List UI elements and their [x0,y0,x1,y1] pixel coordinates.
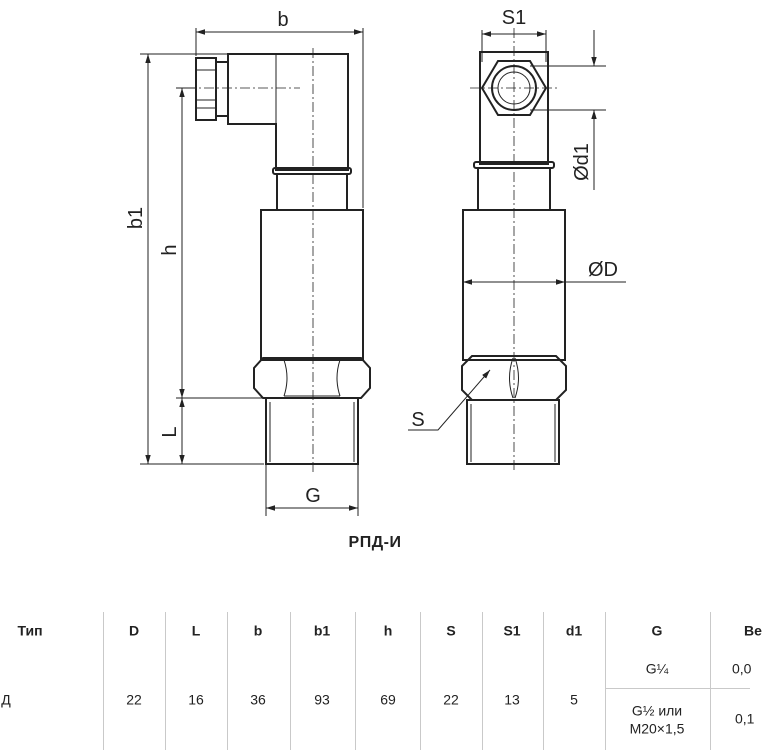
side-connector [479,51,549,165]
front-body [260,209,364,361]
front-oring [272,167,352,175]
dim-d1-label: Ød1 [571,143,593,181]
side-oring [473,161,555,169]
dim-L: L [159,398,185,464]
dim-h-label: h [159,244,181,255]
dim-b1-label: b1 [125,207,147,229]
front-view: b b1 h L G [125,9,371,516]
dim-d1: Ød1 [530,30,606,190]
side-thread [466,399,560,465]
connector-housing [227,53,349,171]
dim-b1: b1 [125,53,264,465]
front-hex-nut [253,357,371,399]
side-neck [477,168,551,210]
connector-nut [195,57,229,121]
dim-h: h [159,87,264,399]
dim-D-label: ØD [588,259,618,281]
dim-S-label: S [411,409,424,431]
side-body [462,209,566,361]
front-neck [276,174,348,210]
dim-G: G [265,464,359,516]
drawing-caption: РПД-И [348,534,402,551]
front-thread [265,397,359,465]
dim-S: S [408,369,491,431]
dim-b-label: b [277,9,288,31]
dim-S1: S1 [481,7,547,62]
dim-L-label: L [159,426,181,437]
dim-D: ØD [463,259,626,285]
dim-S1-label: S1 [502,7,526,29]
dim-G-label: G [305,485,321,507]
side-view: S1 Ød1 ØD S [408,7,626,472]
dim-b: b [195,9,364,208]
